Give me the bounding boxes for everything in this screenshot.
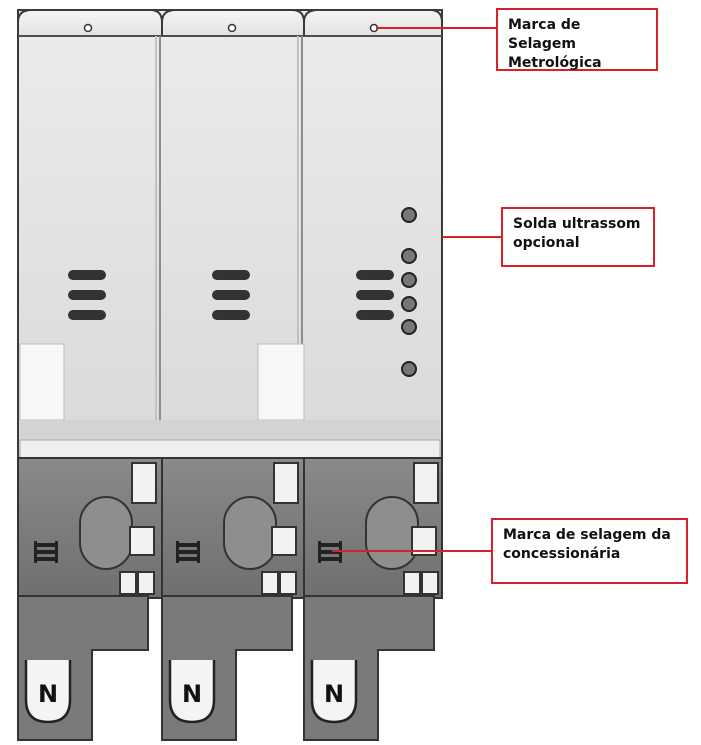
vent-slots-2 — [212, 270, 250, 320]
metrological-seal-hole-2 — [227, 23, 237, 33]
neutral-label-3: N — [324, 680, 344, 708]
neutral-terminals — [24, 660, 358, 724]
terminal-legs — [17, 595, 435, 741]
callout-text-line: opcional — [513, 235, 580, 251]
callout-metrological-seal: Marca de Selagem Metrológica — [496, 8, 658, 71]
metrological-seal-hole-1 — [83, 23, 93, 33]
vent-slots-3 — [356, 270, 394, 320]
terminal-recesses — [79, 496, 419, 570]
housing-lower-panels — [19, 343, 441, 461]
utility-seal-mark-1 — [34, 541, 58, 563]
upper-housing — [17, 9, 443, 461]
ultrasonic-weld-points — [401, 207, 417, 377]
neutral-label-2: N — [182, 680, 202, 708]
callout-text-line: concessionária — [503, 546, 621, 562]
utility-seal-mark-2 — [176, 541, 200, 563]
callout-text-line: Marca de selagem da — [503, 527, 671, 543]
callout-text-line: Marca de Selagem — [508, 17, 581, 52]
leader-lines — [332, 27, 501, 552]
neutral-label-1: N — [38, 680, 58, 708]
callout-ultrasonic-weld: Solda ultrassom opcional — [501, 207, 655, 267]
vent-slots-1 — [68, 270, 106, 320]
terminal-tabs — [119, 462, 439, 595]
callout-text-line: Metrológica — [508, 55, 602, 71]
callout-text-line: Solda ultrassom — [513, 216, 641, 232]
callout-utility-seal: Marca de selagem da concessionária — [491, 518, 688, 584]
